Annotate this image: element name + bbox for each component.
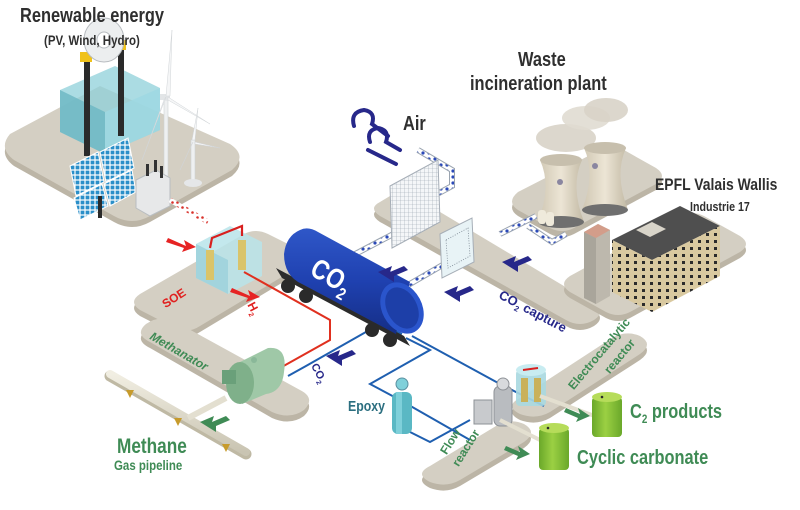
red-arrow-renewable-to-soe bbox=[166, 238, 196, 252]
epfl-subtitle: Industrie 17 bbox=[690, 199, 750, 214]
navy-arrow-3 bbox=[502, 256, 532, 272]
epoxy-label: Epoxy bbox=[348, 398, 385, 415]
c2-suffix: products bbox=[647, 401, 723, 423]
gas-pipeline bbox=[104, 370, 252, 460]
gas-pipeline-label: Gas pipeline bbox=[114, 457, 183, 473]
epoxy-pipe bbox=[409, 419, 471, 444]
transformer bbox=[135, 160, 171, 217]
c2-text: C bbox=[630, 401, 642, 423]
navy-arrow-co2 bbox=[326, 350, 356, 366]
co2-tank-car bbox=[276, 228, 424, 347]
soe-unit bbox=[196, 224, 262, 294]
c2-products-barrel bbox=[592, 392, 622, 437]
flow-reactor-platform bbox=[422, 421, 531, 491]
waste-plant-platform bbox=[512, 147, 662, 237]
cyclic-carbonate-barrel bbox=[539, 423, 569, 470]
epfl-building bbox=[584, 206, 720, 312]
renewable-energy-title: Renewable energy bbox=[20, 5, 165, 27]
electrocatalytic-reactor-unit bbox=[516, 364, 601, 420]
renewable-energy-subtitle: (PV, Wind, Hydro) bbox=[44, 32, 140, 48]
power-cable bbox=[168, 197, 210, 225]
waste-plant-title-line1: Waste bbox=[518, 49, 566, 71]
green-arrow-methane bbox=[200, 416, 230, 432]
epoxy-bottle bbox=[392, 377, 412, 434]
green-arrow-c2 bbox=[564, 408, 590, 422]
air-icon bbox=[351, 107, 402, 166]
cooling-towers bbox=[536, 98, 628, 228]
navy-arrow-1 bbox=[378, 266, 408, 282]
co2-capture-units bbox=[389, 159, 475, 279]
hydro-dam bbox=[60, 17, 160, 156]
solar-panels bbox=[69, 137, 137, 221]
c2-products-label: C2 products bbox=[630, 402, 722, 425]
co2-pipe-epoxy-flow bbox=[367, 337, 471, 441]
green-arrow-cyclic bbox=[504, 446, 530, 460]
air-label: Air bbox=[403, 113, 426, 135]
c2-subscript: 2 bbox=[641, 412, 648, 426]
waste-plant-title-line2: incineration plant bbox=[470, 73, 607, 95]
wind-turbines bbox=[141, 29, 221, 187]
epfl-title: EPFL Valais Wallis bbox=[655, 175, 778, 194]
cyclic-carbonate-label: Cyclic carbonate bbox=[577, 447, 709, 469]
methane-label: Methane bbox=[117, 435, 187, 458]
red-arrow-h2 bbox=[230, 288, 260, 302]
h2-pipe bbox=[243, 271, 331, 369]
methanator-tank bbox=[222, 347, 285, 404]
navy-arrow-2 bbox=[444, 286, 474, 302]
